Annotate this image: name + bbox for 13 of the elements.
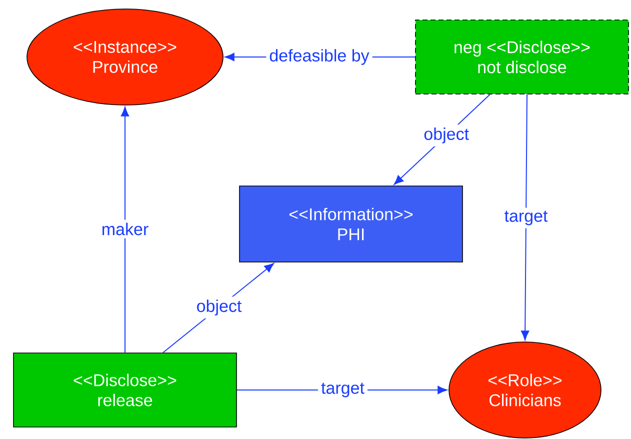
edge-label: target — [501, 208, 551, 228]
ellipse-node: <<Role>> Clinicians — [448, 342, 602, 438]
edge-label: target — [318, 380, 368, 400]
edge-label: defeasible by — [266, 46, 372, 68]
edge-label: maker — [98, 220, 152, 238]
process-box: <<Information>> PHI — [239, 186, 463, 262]
ellipse-node: <<Instance>> Province — [26, 8, 224, 106]
edge-label: object — [420, 124, 472, 146]
process-box: <<Disclose>> release — [13, 352, 237, 428]
arrow — [521, 94, 530, 340]
process-box: neg <<Disclose>> not disclose — [415, 20, 629, 94]
arrow — [120, 106, 130, 354]
edge-label: object — [193, 296, 245, 318]
